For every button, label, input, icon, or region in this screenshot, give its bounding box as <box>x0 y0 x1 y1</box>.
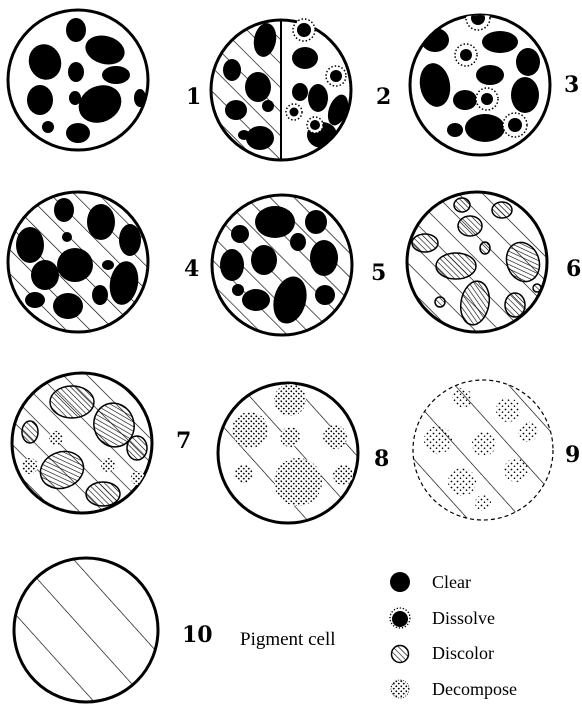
panel-number: 1 <box>186 84 201 110</box>
caption: Pigment cell <box>240 629 336 650</box>
legend-item-dissolve: Dissolve <box>390 608 495 628</box>
wide-hatch <box>14 558 158 702</box>
panel-number: 7 <box>176 428 191 454</box>
panel-number: 6 <box>566 256 581 282</box>
panel-number: 8 <box>374 446 389 472</box>
panel-2: 2 <box>211 19 391 160</box>
panel-8: 8 <box>218 383 389 523</box>
legend-label: Decompose <box>432 679 517 699</box>
panel-3: 3 <box>410 6 579 155</box>
panel-number: 2 <box>376 84 391 110</box>
hatched-dot-icon <box>392 646 409 663</box>
panel-10: 10 <box>14 558 213 702</box>
panel-number: 5 <box>371 260 386 286</box>
panel-number: 10 <box>182 622 213 648</box>
panel-number: 4 <box>184 256 199 282</box>
legend-item-decompose: Decompose <box>391 679 517 699</box>
panel-1: 1 <box>8 10 201 150</box>
legend-item-clear: Clear <box>390 572 471 592</box>
solid-black-dot-icon <box>390 572 410 592</box>
panel-6: 6 <box>407 192 581 332</box>
legend-label: Clear <box>432 572 471 592</box>
panel-number: 9 <box>565 442 580 468</box>
panel-number: 3 <box>564 72 579 98</box>
legend: Clear Dissolve Discolor Decompose <box>390 572 517 699</box>
stippled-dot-icon <box>391 680 409 698</box>
panel-7: 7 <box>12 373 191 513</box>
panel-5: 5 <box>212 195 386 335</box>
legend-label: Dissolve <box>432 608 495 628</box>
panel-9: 9 <box>413 380 580 520</box>
black-dot-with-dotted-halo-icon <box>390 608 410 628</box>
legend-item-discolor: Discolor <box>392 643 495 663</box>
panel-4: 4 <box>8 192 199 332</box>
legend-label: Discolor <box>432 643 494 663</box>
